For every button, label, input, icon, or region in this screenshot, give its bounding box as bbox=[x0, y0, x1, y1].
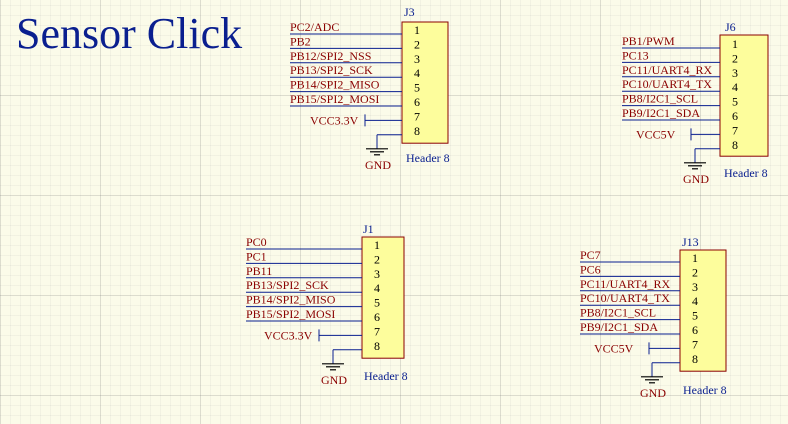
net-label: PB8/I2C1_SCL bbox=[622, 92, 698, 106]
net-label: PC11/UART4_RX bbox=[622, 63, 713, 77]
pin-number: 3 bbox=[732, 66, 738, 80]
ground-label: GND bbox=[321, 373, 347, 387]
connector-comment: Header 8 bbox=[406, 151, 450, 165]
connector-comment: Header 8 bbox=[683, 383, 727, 397]
pin-number: 2 bbox=[414, 37, 420, 51]
net-label: PC13 bbox=[622, 48, 649, 62]
connector-comment: Header 8 bbox=[364, 369, 408, 383]
net-label: PB15/SPI2_MOSI bbox=[246, 307, 335, 321]
net-label: PC0 bbox=[246, 235, 267, 249]
pin-number: 2 bbox=[374, 252, 380, 266]
pin-number: 1 bbox=[374, 238, 380, 252]
power-port-label: VCC5V bbox=[594, 341, 634, 355]
pin-number: 8 bbox=[732, 138, 738, 152]
pin-number: 6 bbox=[414, 95, 420, 109]
connector-designator: J3 bbox=[404, 5, 415, 19]
pin-number: 6 bbox=[732, 109, 738, 123]
net-label: PC11/UART4_RX bbox=[580, 277, 671, 291]
pin-number: 2 bbox=[732, 51, 738, 65]
connector-body-j13[interactable] bbox=[679, 249, 727, 372]
pin-number: 2 bbox=[692, 265, 698, 279]
pin-number: 5 bbox=[732, 95, 738, 109]
pin-number: 7 bbox=[732, 123, 738, 137]
net-label: PB2 bbox=[290, 34, 311, 48]
net-label: PC10/UART4_TX bbox=[580, 291, 670, 305]
pin-number: 4 bbox=[732, 80, 738, 94]
pin-number: 1 bbox=[692, 251, 698, 265]
ground-label: GND bbox=[683, 172, 709, 186]
pin-number: 6 bbox=[692, 323, 698, 337]
net-label: PB1/PWM bbox=[622, 34, 675, 48]
pin-number: 6 bbox=[374, 310, 380, 324]
pin-number: 8 bbox=[692, 352, 698, 366]
net-label: PB14/SPI2_MISO bbox=[246, 293, 336, 307]
ground-label: GND bbox=[365, 158, 391, 172]
power-port-label: VCC5V bbox=[636, 127, 676, 141]
connector-body-j6[interactable] bbox=[719, 34, 769, 157]
pin-number: 3 bbox=[692, 280, 698, 294]
ground-label: GND bbox=[640, 386, 666, 400]
power-port-label: VCC3.3V bbox=[264, 328, 313, 342]
power-port-label: VCC3.3V bbox=[310, 113, 359, 127]
net-label: PB11 bbox=[246, 264, 272, 278]
pin-number: 5 bbox=[414, 81, 420, 95]
pin-number: 1 bbox=[414, 23, 420, 37]
net-label: PB9/I2C1_SDA bbox=[622, 106, 700, 120]
connector-body-j3[interactable] bbox=[401, 21, 449, 144]
net-label: PB9/I2C1_SDA bbox=[580, 320, 658, 334]
sheet-title: Sensor Click bbox=[16, 9, 243, 58]
net-label: PB8/I2C1_SCL bbox=[580, 306, 656, 320]
net-label: PB15/SPI2_MOSI bbox=[290, 92, 379, 106]
pin-number: 8 bbox=[374, 339, 380, 353]
pin-number: 8 bbox=[414, 124, 420, 138]
pin-number: 4 bbox=[414, 66, 420, 80]
connector-body-j1[interactable] bbox=[361, 236, 405, 359]
pin-number: 3 bbox=[374, 267, 380, 281]
pin-number: 3 bbox=[414, 52, 420, 66]
connector-designator: J1 bbox=[363, 222, 374, 236]
net-label: PC10/UART4_TX bbox=[622, 77, 712, 91]
net-label: PC7 bbox=[580, 248, 601, 262]
connector-comment: Header 8 bbox=[724, 166, 768, 180]
pin-number: 7 bbox=[374, 324, 380, 338]
connector-designator: J13 bbox=[682, 235, 699, 249]
pin-number: 7 bbox=[414, 109, 420, 123]
net-label: PB13/SPI2_SCK bbox=[246, 278, 329, 292]
net-label: PC2/ADC bbox=[290, 20, 339, 34]
net-label: PB12/SPI2_NSS bbox=[290, 49, 371, 63]
net-label: PC1 bbox=[246, 249, 267, 263]
pin-number: 7 bbox=[692, 337, 698, 351]
pin-number: 4 bbox=[692, 294, 698, 308]
pin-number: 5 bbox=[692, 309, 698, 323]
net-label: PC6 bbox=[580, 262, 601, 276]
connector-designator: J6 bbox=[725, 20, 736, 34]
pin-number: 1 bbox=[732, 37, 738, 51]
net-label: PB13/SPI2_SCK bbox=[290, 63, 373, 77]
net-label: PB14/SPI2_MISO bbox=[290, 78, 380, 92]
pin-number: 4 bbox=[374, 281, 380, 295]
pin-number: 5 bbox=[374, 296, 380, 310]
